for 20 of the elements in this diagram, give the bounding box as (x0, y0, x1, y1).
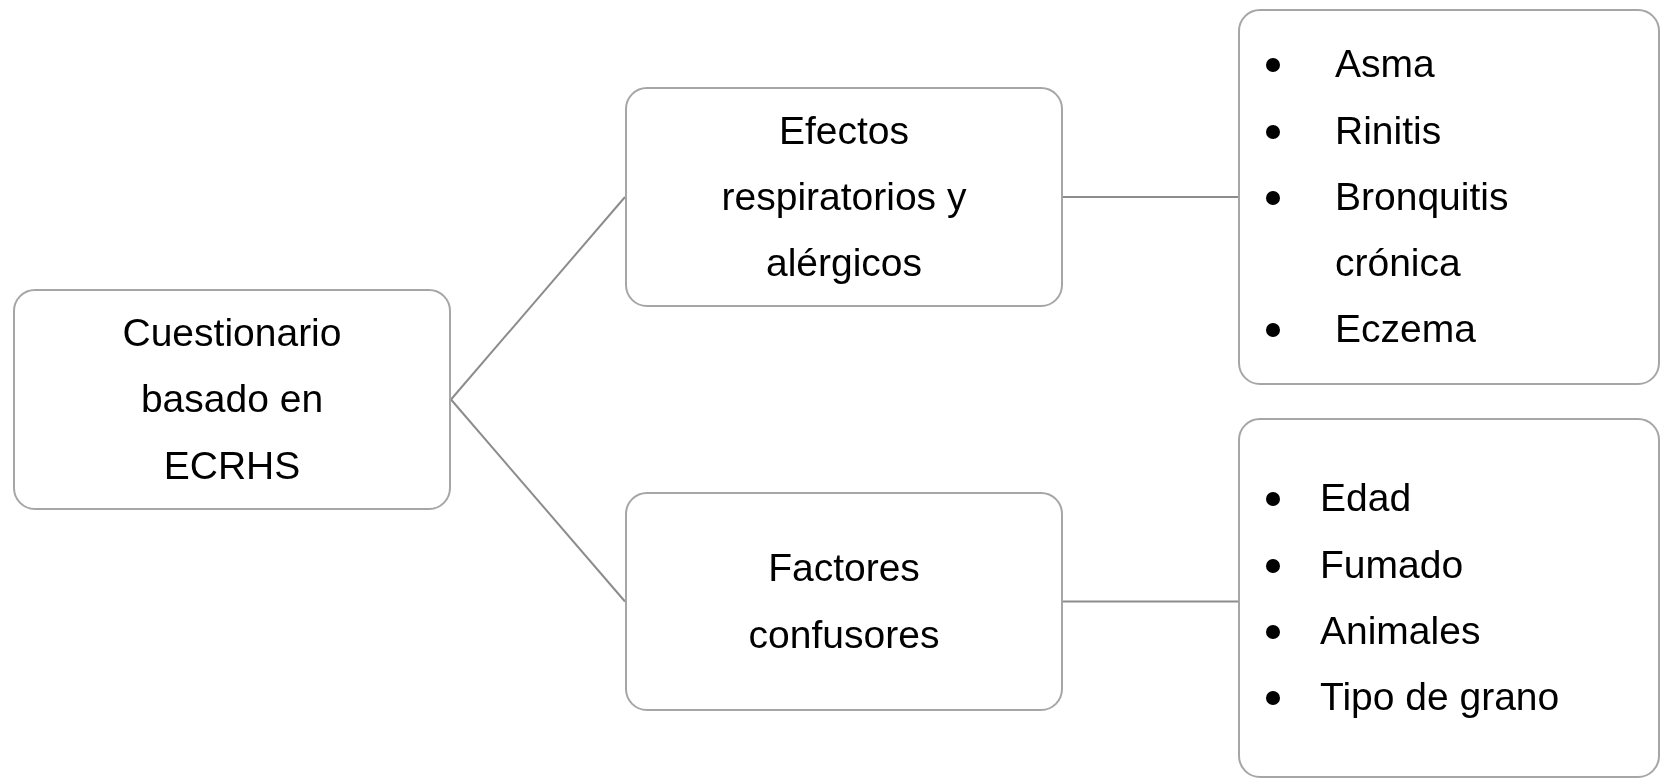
list-item-text: Eczema (1335, 306, 1476, 353)
box-label: Efectos respiratorios y alérgicos (720, 107, 968, 287)
topic-box (625, 87, 1063, 307)
list-item-text: Animales (1320, 608, 1481, 654)
connector-line (450, 398, 626, 603)
connector-line (450, 196, 626, 401)
list-item-text: Bronquitis crónica (1335, 173, 1510, 287)
list-box (1238, 418, 1660, 778)
connector-line (1062, 600, 1239, 603)
connector-line (1062, 196, 1239, 198)
list-box (1238, 9, 1660, 385)
list-item-text: Rinitis (1335, 107, 1442, 154)
box-label: Factores confusores (747, 545, 941, 658)
list-item-text: Asma (1335, 41, 1435, 88)
box-label: Cuestionario basado en ECRHS (121, 310, 343, 489)
list-item-text: Edad (1320, 475, 1412, 522)
topic-box (13, 289, 451, 510)
topic-box (625, 492, 1063, 711)
list-item-text: Tipo de grano (1320, 674, 1560, 721)
list-item-text: Fumado (1320, 541, 1464, 588)
